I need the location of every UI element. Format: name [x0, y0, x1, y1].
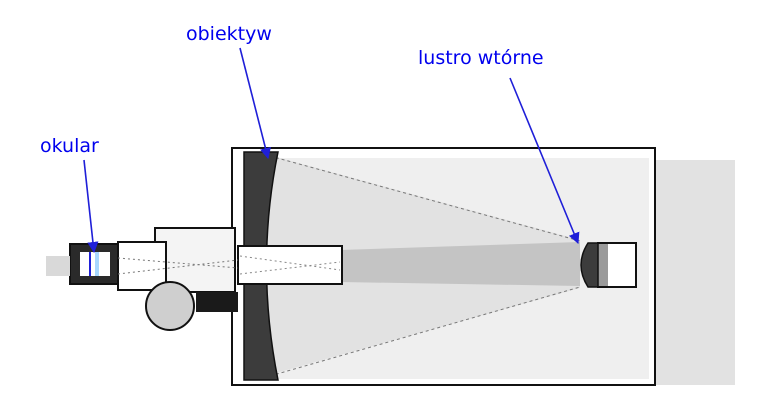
baffle-ray-2 — [239, 261, 341, 275]
secondary-holder-shade — [598, 244, 608, 286]
focuser-ray-2 — [117, 259, 239, 275]
focus-knob — [145, 281, 195, 331]
label-eyepiece: okular — [40, 135, 99, 157]
label-secondary-mirror: lustro wtórne — [418, 47, 544, 69]
pointer-eyepiece — [83, 159, 99, 254]
label-objective: obiektyw — [186, 23, 272, 45]
baffle-tube — [237, 245, 343, 285]
exit-beam — [46, 256, 70, 276]
pointer-secondary — [509, 77, 580, 245]
secondary-mirror — [580, 242, 599, 288]
baffle-ray-1 — [239, 255, 341, 271]
reflected-beam — [340, 242, 580, 286]
focuser-ray-1 — [117, 257, 239, 269]
focuser-base — [196, 292, 238, 312]
incoming-light — [655, 160, 735, 385]
pointer-objective — [239, 47, 271, 160]
focuser-drawtube — [117, 241, 167, 291]
